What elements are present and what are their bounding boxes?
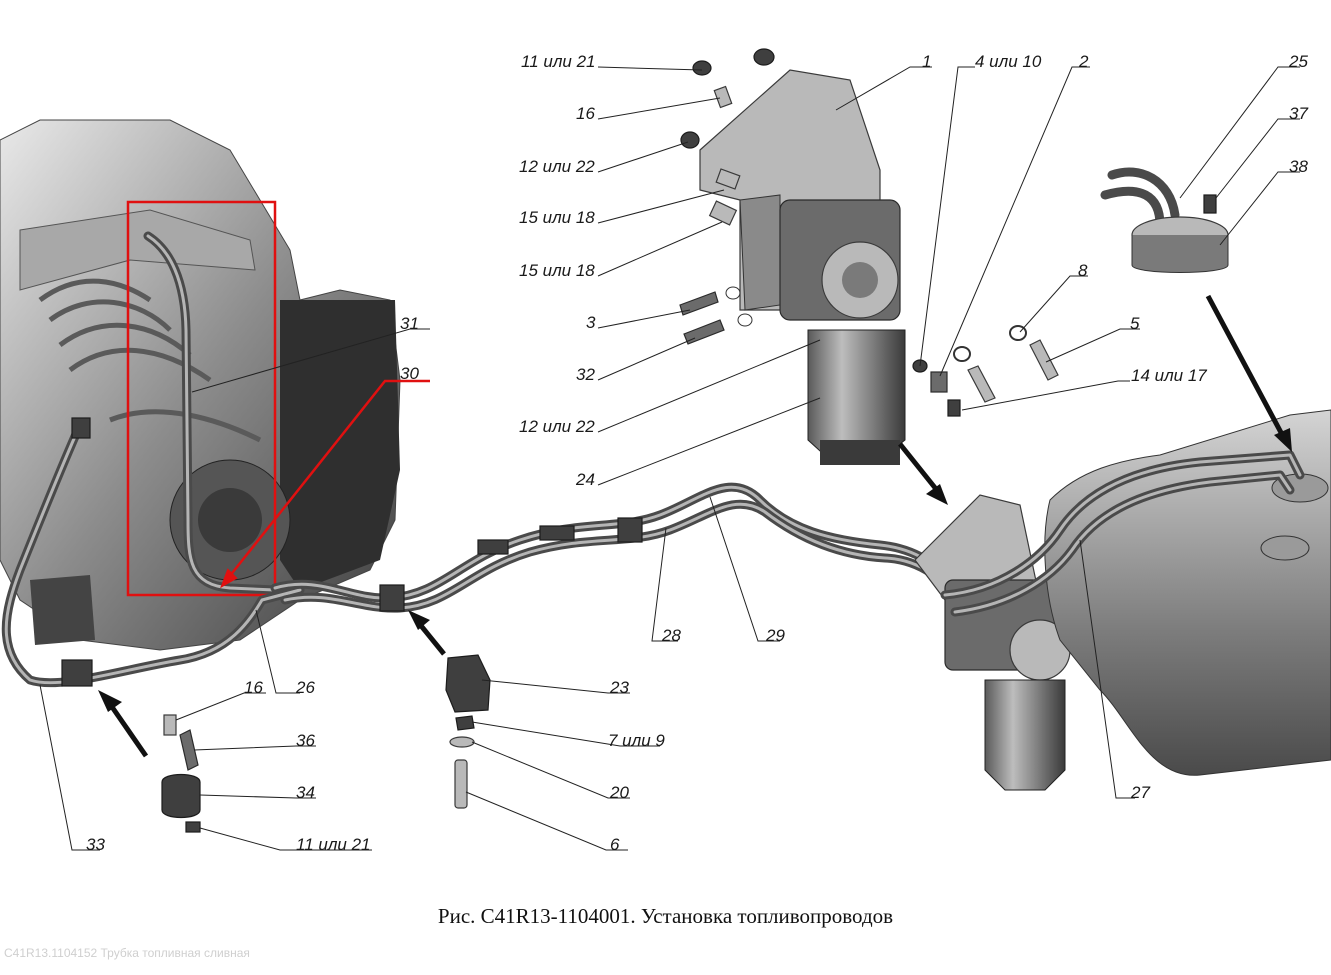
engine-block [0,119,401,651]
black-arrow-icon [98,690,149,758]
callout-25: 25 [1288,52,1308,71]
filter-assembled [914,494,1071,791]
feed-line-33 [1,417,305,688]
highlight-frame [126,200,277,597]
callout-24: 24 [575,470,595,489]
callout-labels: 11 или 21 16 12 или 22 15 или 18 15 или … [86,52,1308,854]
callout-1: 1 [922,52,931,71]
callout-16-top: 16 [576,104,595,123]
callout-29: 29 [765,626,785,645]
callout-30: 30 [400,364,419,383]
callout-16-bottom: 16 [244,678,263,697]
clip-parts [161,654,491,833]
callout-11-21-top: 11 или 21 [521,52,596,71]
callout-12-22-top: 12 или 22 [519,157,595,176]
callout-11-21-bottom: 11 или 21 [296,835,371,854]
callout-34: 34 [296,783,315,802]
callout-3: 3 [586,313,596,332]
callout-15-18-a: 15 или 18 [519,208,595,227]
callout-4-10: 4 или 10 [975,52,1042,71]
callout-2: 2 [1078,52,1089,71]
leader-lines [39,66,1300,851]
callout-20: 20 [609,783,629,802]
tank-sender-unit [1100,167,1229,273]
callout-23: 23 [609,678,629,697]
callout-6: 6 [610,835,620,854]
callout-33: 33 [86,835,105,854]
callout-15-18-b: 15 или 18 [519,261,595,280]
callout-32: 32 [576,365,595,384]
figure-caption: Рис. C41R13-1104001. Установка топливопр… [437,904,894,928]
callout-28: 28 [661,626,681,645]
fuel-lines-28-29 [270,482,980,620]
black-arrow-icon [1205,294,1292,452]
filter-bracket-exploded [699,69,906,465]
red-arrow-icon [220,379,430,589]
callout-37: 37 [1289,104,1308,123]
callout-27: 27 [1130,783,1150,802]
callout-5: 5 [1130,314,1140,333]
callout-38: 38 [1289,157,1308,176]
return-fuel-line-31 [143,231,280,595]
callout-14-17: 14 или 17 [1131,366,1207,385]
callout-12-22-bottom: 12 или 22 [519,417,595,436]
tank-lines-27 [940,450,1305,617]
callout-7-9: 7 или 9 [608,731,665,750]
black-arrow-icon [898,442,948,505]
callout-8: 8 [1078,261,1088,280]
callout-31: 31 [400,314,419,333]
black-arrow-icon [408,610,446,656]
fuel-line-assembly-diagram: 11 или 21 16 12 или 22 15 или 18 15 или … [0,48,1331,854]
callout-36: 36 [296,731,315,750]
watermark-text: C41R13.1104152 Трубка топливная сливная [4,946,250,960]
callout-26: 26 [295,678,315,697]
